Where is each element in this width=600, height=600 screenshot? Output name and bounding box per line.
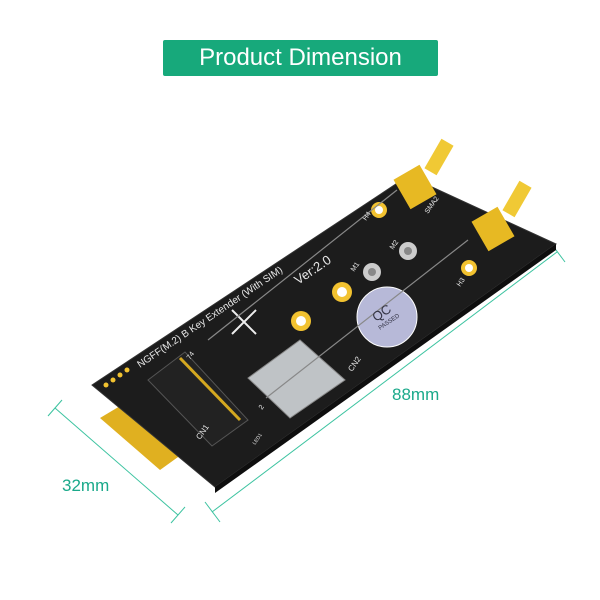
label-pin-74: 74 [186, 351, 196, 361]
label-pin-2: 2 [258, 404, 266, 411]
width-label: 32mm [62, 476, 110, 495]
sim-slot [247, 339, 346, 419]
m2-slot [147, 351, 249, 447]
label-h3: H3 [456, 277, 467, 288]
length-label: 88mm [392, 385, 440, 404]
dimension-line-width [47, 399, 186, 524]
solder-pads [103, 367, 130, 388]
edge-connector [100, 400, 185, 470]
antenna-cable [207, 189, 398, 341]
weee-icon [231, 309, 257, 335]
title-banner: Product Dimension [163, 40, 438, 76]
sma-connector-1 [393, 138, 454, 210]
label-m2: M2 [389, 239, 400, 251]
qc-passed-sticker [356, 286, 418, 348]
m2-extender-board: NGFF(M.2) B Key Extender (With SIM) Ver:… [91, 138, 557, 493]
label-m1: M1 [350, 261, 361, 273]
sma-connector-2 [471, 180, 532, 252]
label-h4: H4 [362, 211, 373, 222]
antenna-cable [265, 239, 469, 399]
